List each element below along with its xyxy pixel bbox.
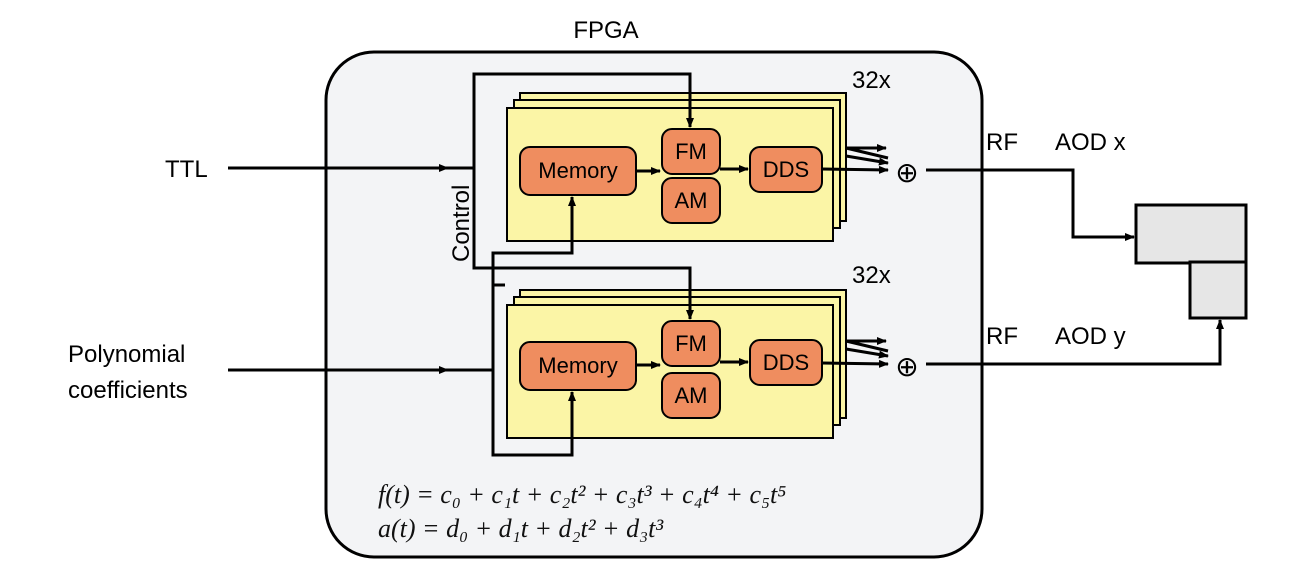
aod-y-device [1188,260,1248,320]
rf-label: RF [986,323,1018,350]
channel-multiplier: 32x [852,262,891,289]
fm-block [661,320,721,367]
fm-label: FM [675,139,707,164]
rf-label: RF [986,129,1018,156]
aod-label: AOD x [1055,129,1126,156]
poly-label-line1: Polynomial [68,341,185,368]
aod-x-device [1134,203,1248,265]
fm-label: FM [675,331,707,356]
memory-label: Memory [538,353,617,378]
channel-1: 32x Memory FM AM DDS ⊕ RF AOD x [506,67,1135,242]
am-label: AM [675,188,708,213]
dds-block [749,339,823,386]
fpga-title: FPGA [573,17,638,44]
am-block [661,372,721,419]
dds-label: DDS [763,350,809,375]
equation-a: a(t) = d₀ + d₁t + d₂t² + d₃t³ [378,514,664,543]
am-label: AM [675,383,708,408]
ttl-label: TTL [165,156,208,183]
equation-f: f(t) = c₀ + c₁t + c₂t² + c₃t³ + c₄t⁴ + c… [378,480,786,509]
sum-symbol: ⊕ [895,157,918,188]
fm-block [661,128,721,175]
poly-label-line2: coefficients [68,377,188,404]
control-label: Control [448,185,475,262]
channel-2: 32x Memory FM AM DDS ⊕ RF AOD y [506,262,1224,439]
am-block [661,177,721,224]
channel-multiplier: 32x [852,67,891,94]
memory-label: Memory [538,158,617,183]
aod-label: AOD y [1055,323,1126,350]
sum-symbol: ⊕ [895,351,918,382]
dds-label: DDS [763,157,809,182]
